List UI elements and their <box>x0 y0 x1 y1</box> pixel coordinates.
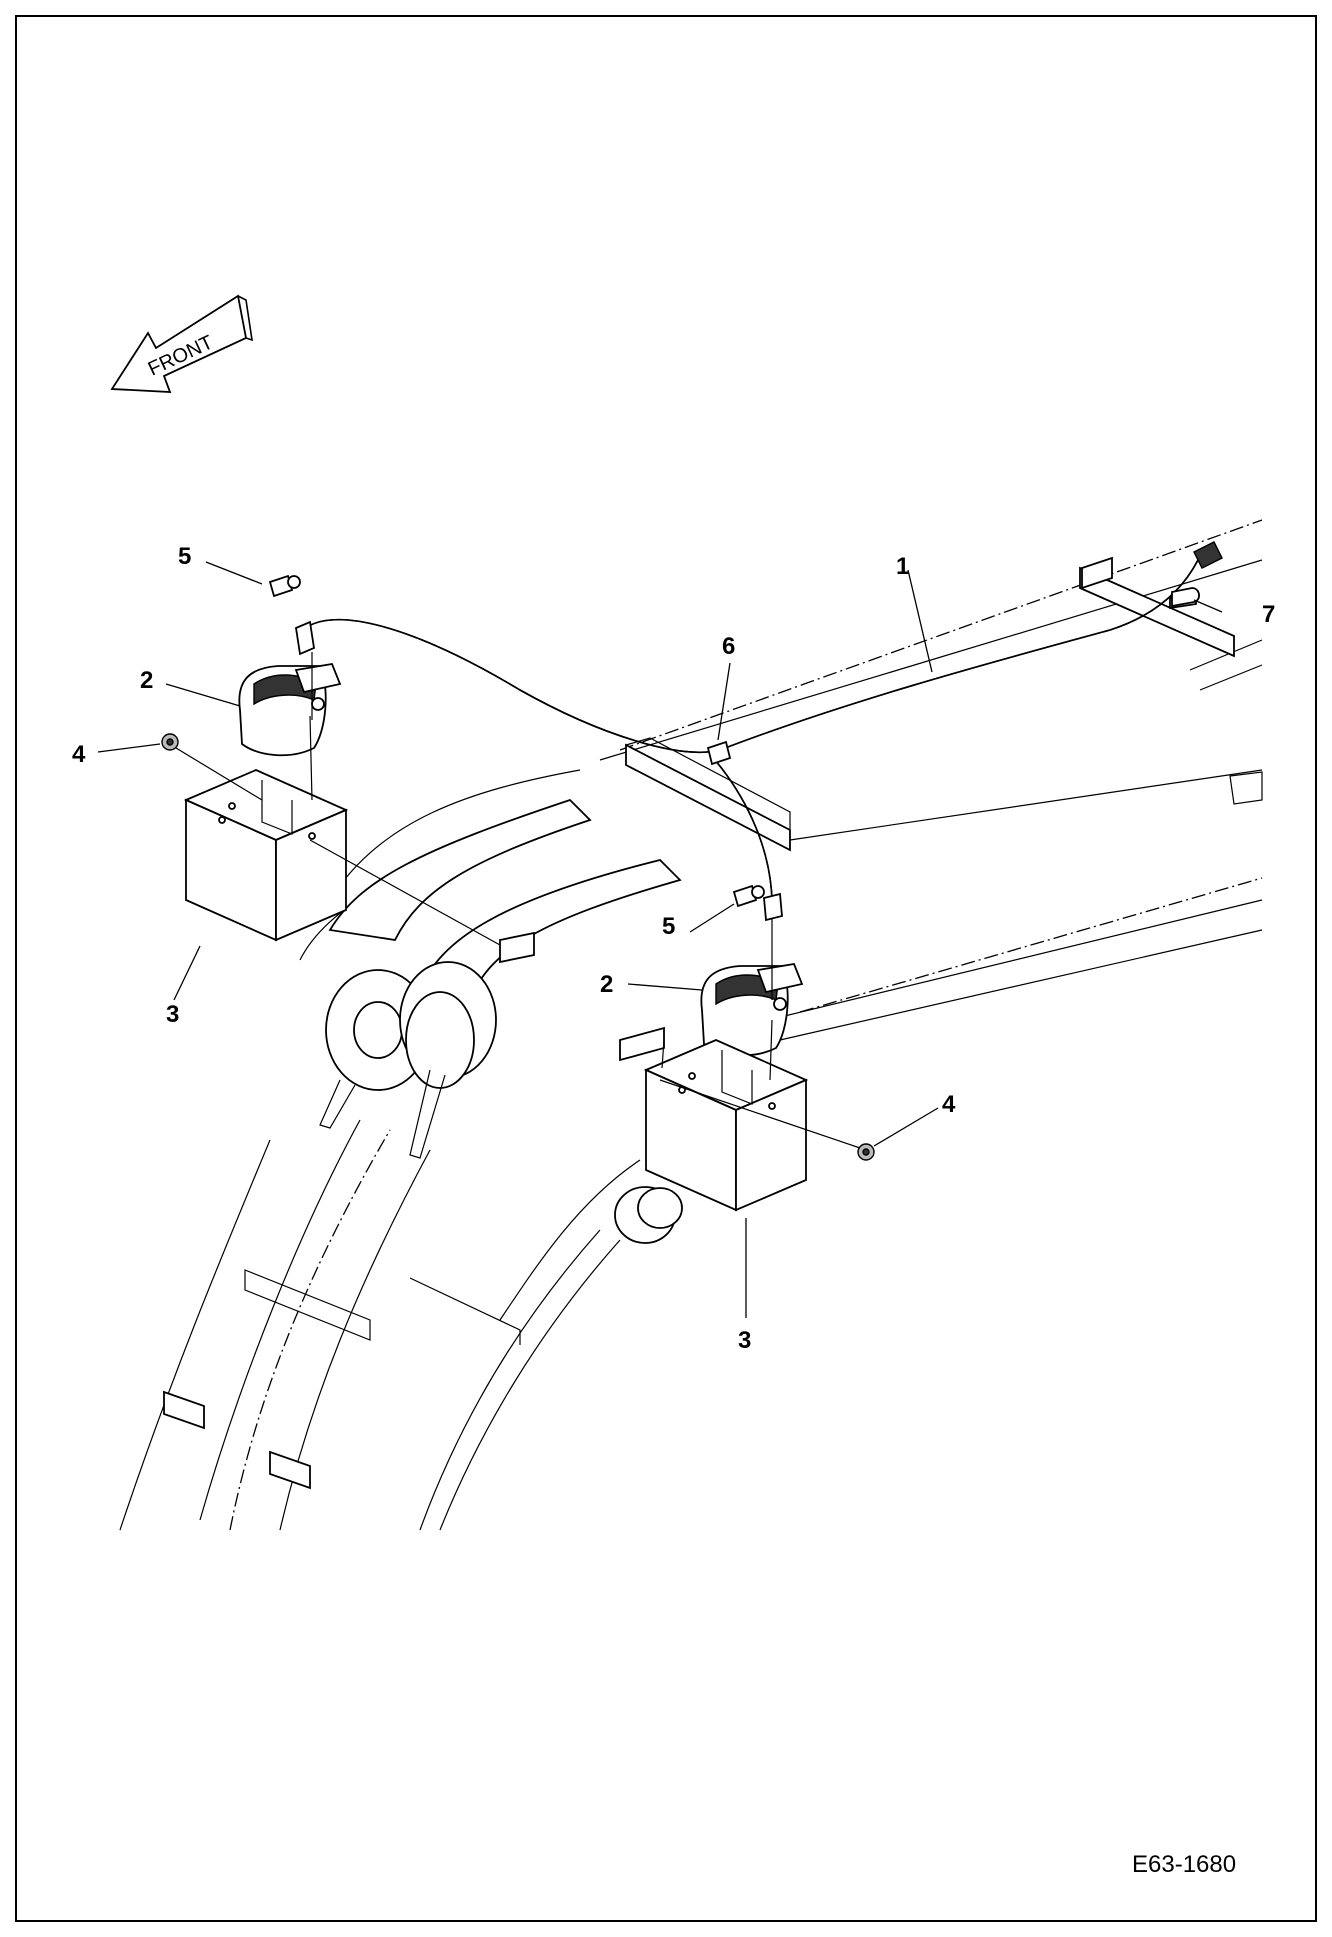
clamp-7 <box>1171 587 1200 608</box>
work-lamp-2-left <box>238 662 342 757</box>
callout-7: 7 <box>1262 601 1275 628</box>
callout-4-upper: 4 <box>72 741 86 768</box>
bolt-5-upper <box>268 574 301 598</box>
drawing-frame <box>15 15 1317 1922</box>
harness <box>295 541 1223 922</box>
assembly-lines <box>175 652 861 1149</box>
lamp-guard-3-left <box>183 769 349 942</box>
bolt-5-lower <box>732 884 765 908</box>
drawing-code: E63-1680 <box>1132 1851 1236 1878</box>
callout-3-upper: 3 <box>166 1001 179 1028</box>
callout-6: 6 <box>722 633 735 660</box>
callout-4-lower: 4 <box>942 1091 956 1118</box>
callout-2-lower: 2 <box>600 971 613 998</box>
callout-2-upper: 2 <box>140 667 153 694</box>
lamp-guard-3-right <box>643 1039 809 1212</box>
boom-structure <box>119 519 1263 1531</box>
nut-4-upper <box>161 733 179 751</box>
callout-5-lower: 5 <box>662 913 675 940</box>
callout-5-upper: 5 <box>178 543 191 570</box>
callout-3-lower: 3 <box>738 1327 751 1354</box>
nut-4-lower <box>857 1143 875 1161</box>
front-arrow: FRONT <box>110 294 253 393</box>
leader-lines <box>97 561 1223 1318</box>
callout-1: 1 <box>896 553 909 580</box>
work-lamp-2-right <box>700 962 804 1057</box>
